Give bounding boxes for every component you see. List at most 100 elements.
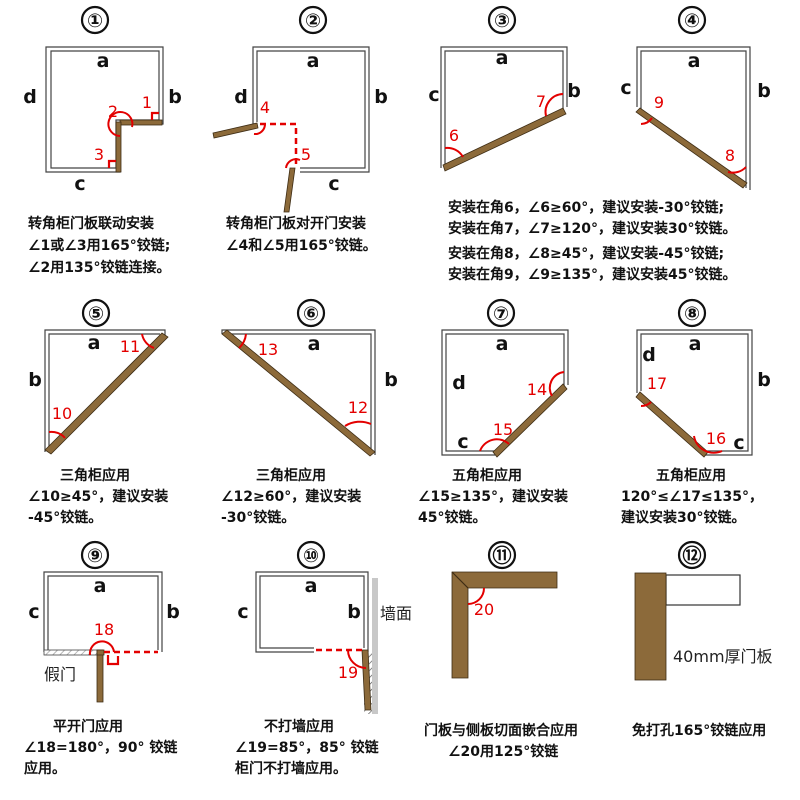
- angle-label-12: 12: [348, 398, 368, 417]
- angle-label-2: 2: [108, 102, 118, 121]
- panel-number-badge: [80, 5, 110, 35]
- caption-line: 免打孔165°铰链应用: [632, 722, 766, 739]
- door-panel: [442, 107, 567, 172]
- side-label-a: a: [88, 332, 101, 354]
- cabinet-inner: [50, 50, 160, 169]
- angle-arc: [107, 111, 134, 137]
- hinge-block: [96, 649, 105, 656]
- door-panel: [44, 332, 169, 455]
- cabinet-inner: [47, 575, 159, 650]
- caption-line: 45°铰链。: [418, 509, 486, 526]
- panel-number-badge: [487, 5, 517, 35]
- angle-arc: [640, 401, 652, 408]
- side-label-c: c: [733, 432, 744, 454]
- angle-label-16: 16: [706, 429, 726, 448]
- angle-arc: [444, 146, 464, 158]
- panel-9: ⑨ a b c 18 假门 平开门应用 ∠18=180°，90° 铰链 应用。: [24, 540, 180, 777]
- panel-number: ⑪: [492, 544, 511, 567]
- angle-arc: [693, 435, 723, 454]
- angle-arc: [253, 123, 267, 136]
- angle-label-17: 17: [647, 374, 667, 393]
- angle-label-11: 11: [120, 337, 140, 356]
- panel-1: ① a b c d 1 2 3 转角柜门板联动安装 ∠1或∠3用165°铰链; …: [23, 5, 182, 276]
- miter-joint: [451, 571, 469, 589]
- angle-arc: [141, 333, 155, 349]
- angle-arc: [727, 166, 747, 174]
- angle-arc: [479, 438, 510, 452]
- panel-number: ⑦: [493, 303, 509, 325]
- side-label-b: b: [374, 86, 388, 108]
- side-label-a: a: [307, 50, 320, 72]
- door-closed-position: [260, 122, 298, 168]
- panel-number: ④: [684, 10, 700, 32]
- angle-arc: [238, 333, 247, 349]
- angle-arc: [548, 371, 565, 397]
- side-label-a: a: [688, 50, 701, 72]
- panel-number-badge: [486, 298, 516, 328]
- side-label-c: c: [28, 601, 39, 623]
- panel-2: ② a b c d 4 5 转角柜门板对开门安装 ∠4和∠5用165°铰链。: [212, 5, 388, 254]
- angle-marker: [150, 111, 159, 120]
- angle-label-13: 13: [258, 340, 278, 359]
- panel-number: ⑨: [87, 545, 103, 567]
- panel-number-badge: [677, 5, 707, 35]
- wall-label: 墙面: [380, 604, 412, 623]
- panel-8: ⑧ a b c d 17 16 五角柜应用 120°≤∠17≤135°， 建议安…: [621, 298, 771, 526]
- side-panel: [665, 574, 741, 606]
- notes-panel-3-4: 安装在角6，∠6≥60°，建议安装-30°铰链; 安装在角7，∠7≥120°，建…: [448, 199, 736, 283]
- caption-line: ∠18=180°，90° 铰链: [24, 739, 178, 756]
- side-label-d: d: [642, 344, 656, 366]
- angle-arc: [48, 430, 66, 439]
- caption-line: 五角柜应用: [452, 467, 522, 484]
- panel-number: ①: [87, 10, 103, 32]
- door-panel: [115, 121, 122, 173]
- caption-line: ∠10≥45°，建议安装: [28, 488, 169, 505]
- angle-arc: [544, 93, 564, 117]
- angle-arc: [640, 117, 653, 125]
- side-label-b: b: [28, 369, 42, 391]
- cabinet-inner: [259, 575, 365, 649]
- angle-label-3: 3: [94, 145, 104, 164]
- thick-door-panel: [634, 572, 667, 681]
- angle-label-9: 9: [654, 93, 664, 112]
- side-label-a: a: [94, 575, 107, 597]
- cabinet-inner: [640, 50, 747, 188]
- panel-number-badge: [677, 298, 707, 328]
- cabinet-inner: [445, 333, 565, 452]
- door-panel: [283, 167, 296, 213]
- side-label-b: b: [757, 80, 771, 102]
- side-label-d: d: [23, 86, 37, 108]
- caption-line: -45°铰链。: [28, 509, 102, 526]
- panel-number: ⑥: [303, 303, 319, 325]
- note-line: 安装在角7，∠7≥120°，建议安装30°铰链。: [448, 220, 736, 237]
- side-label-a: a: [305, 575, 318, 597]
- panel-number-badge: [296, 298, 326, 328]
- door-panel: [212, 122, 259, 139]
- angle-label-5: 5: [301, 145, 311, 164]
- angle-label-20: 20: [474, 600, 494, 619]
- panel-4: ④ a b c 9 8: [620, 5, 771, 190]
- angle-label-14: 14: [527, 380, 547, 399]
- side-label-a: a: [496, 333, 509, 355]
- caption-line: ∠1或∠3用165°铰链;: [28, 237, 170, 254]
- caption-line: 转角柜门板对开门安装: [226, 215, 367, 232]
- caption-line: ∠2用135°铰链连接。: [28, 259, 171, 276]
- panel-number: ⑩: [303, 545, 319, 567]
- caption-line: 门板与侧板切面嵌合应用: [424, 722, 578, 739]
- side-label-a: a: [496, 47, 509, 69]
- side-label-b: b: [347, 601, 361, 623]
- side-label-c: c: [457, 431, 468, 453]
- panel-12: ⑫ 40mm厚门板 免打孔165°铰链应用: [632, 540, 773, 739]
- door-panel: [492, 383, 568, 458]
- door-panel: [361, 649, 372, 711]
- angle-marker: [106, 655, 120, 666]
- angle-label-8: 8: [725, 146, 735, 165]
- panel-number-badge: [296, 540, 326, 570]
- caption-line: 转角柜门板联动安装: [28, 215, 155, 232]
- angle-label-18: 18: [94, 620, 114, 639]
- panel-number: ⑤: [88, 303, 104, 325]
- panel-3: ③ a b c 6 7: [428, 5, 581, 172]
- side-label-b: b: [166, 601, 180, 623]
- angle-label-10: 10: [52, 404, 72, 423]
